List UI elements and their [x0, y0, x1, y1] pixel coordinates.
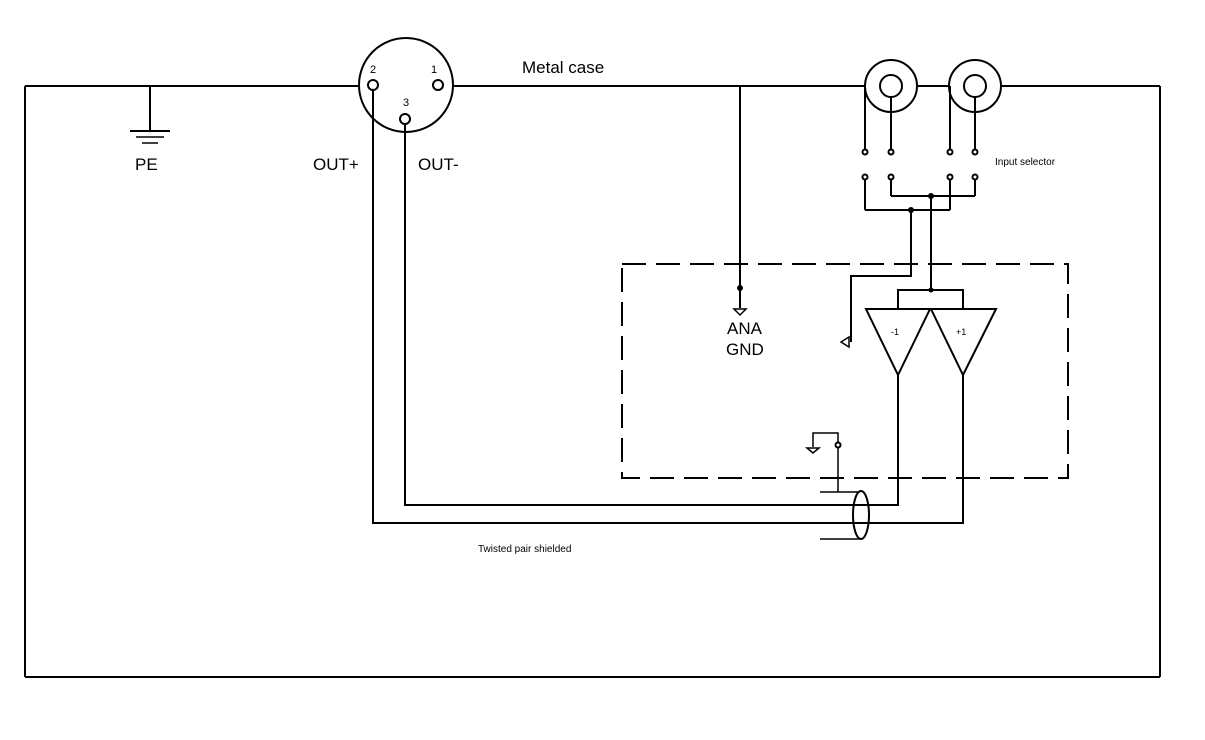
cable-shield [820, 490, 870, 540]
protective-earth-symbol [130, 86, 170, 144]
noninverting-amplifier-label: +1 [956, 327, 966, 337]
xlr-pin-2-label: 2 [370, 64, 376, 76]
amplifier-input-wiring [839, 196, 964, 349]
out-minus-label: OUT- [418, 155, 459, 174]
noninverting-amplifier [929, 308, 998, 378]
out-plus-label: OUT+ [313, 155, 359, 174]
ana-label: ANA [727, 319, 763, 338]
twisted-pair-label: Twisted pair shielded [478, 544, 571, 555]
input-selector-switch [861, 86, 979, 213]
inverting-amplifier [864, 308, 932, 378]
inverting-amplifier-label: -1 [891, 327, 899, 337]
metal-case-label: Metal case [522, 58, 604, 77]
pe-label: PE [135, 155, 158, 174]
xlr-pin-3-label: 3 [403, 97, 409, 109]
input-selector-label: Input selector [995, 157, 1056, 168]
dashed-enclosure [621, 263, 1069, 479]
gnd-label: GND [726, 340, 764, 359]
xlr-pin-1-label: 1 [431, 64, 437, 76]
shield-ground-connection [804, 432, 842, 492]
output-wires [372, 91, 964, 524]
ana-gnd-connection [732, 86, 748, 317]
metal-case-outline [24, 85, 1161, 678]
